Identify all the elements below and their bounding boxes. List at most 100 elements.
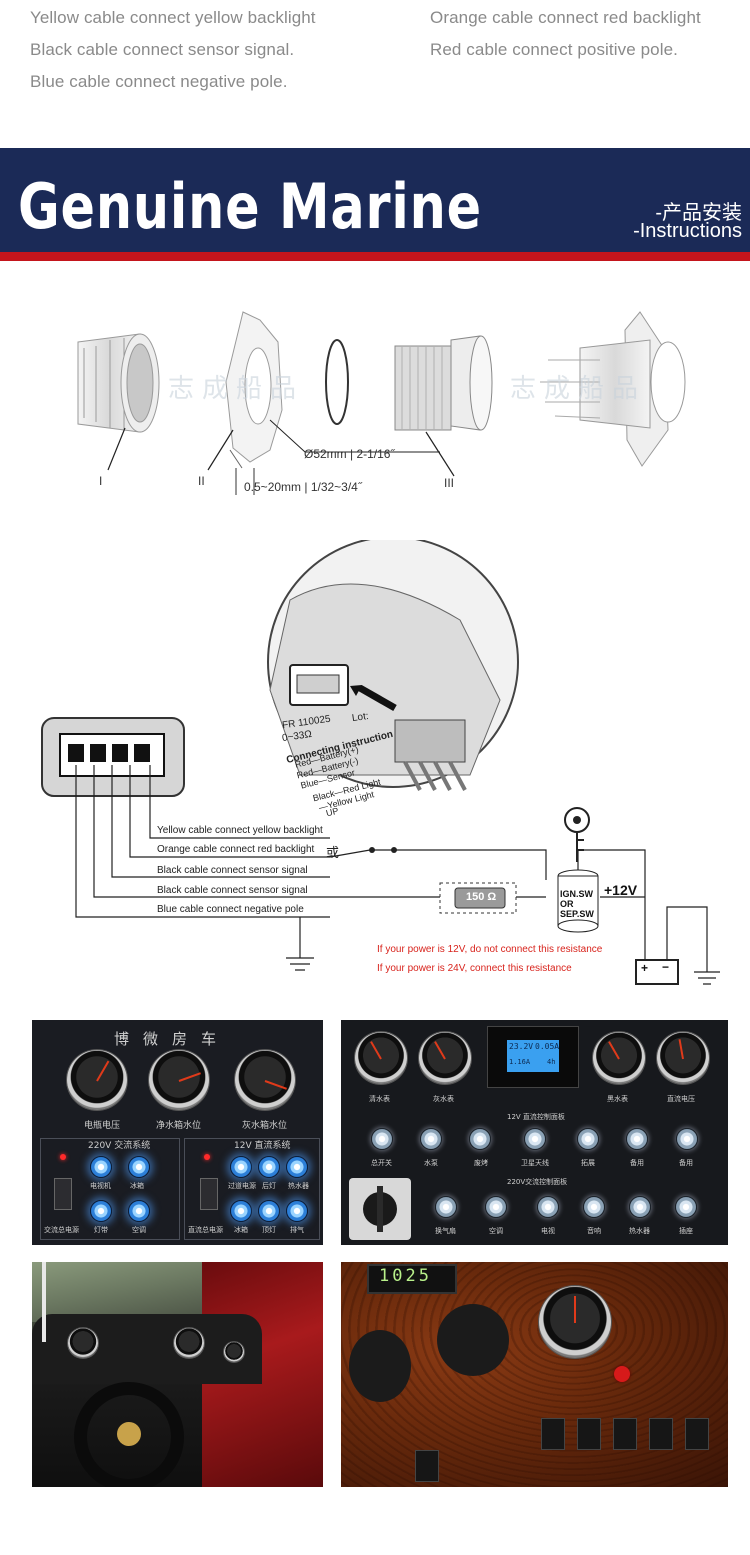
digital-display-box [367, 1264, 457, 1294]
cp-row2-label-4: 音响 [587, 1227, 601, 1235]
rv-gauge-label-2: 净水箱水位 [156, 1121, 202, 1131]
gauge-icon [149, 1050, 209, 1110]
rv-dc-title: 12V 直流系统 [234, 1141, 291, 1151]
battery-minus: − [662, 960, 670, 974]
rv-ac-label-1: 电视机 [90, 1182, 111, 1190]
part-assembled [540, 311, 686, 467]
gauge-icon [67, 1050, 127, 1110]
switch-button [629, 1196, 651, 1218]
wire-label-black-2: Black cable connect sensor signal [157, 885, 308, 896]
wire-label-yellow: Yellow cable connect yellow backlight [157, 825, 323, 836]
rv-ac-label-2: 冰箱 [130, 1182, 144, 1190]
part-threaded-body [394, 335, 493, 431]
gauge-icon [224, 1342, 244, 1362]
rocker-switch [649, 1418, 673, 1450]
rv-ac-label-3: 灯带 [94, 1226, 108, 1234]
lcd-reading-2: 4h [547, 1058, 556, 1066]
switch-button [676, 1128, 698, 1150]
cp-row1-label-4: 卫星天线 [521, 1159, 549, 1167]
rocker-switch [577, 1418, 601, 1450]
photo-rv-panel: 博微房车 电瓶电压 净水箱水位 灰水箱水位 220V 交流系统 12V 直流系统… [32, 1020, 323, 1245]
switch-button [128, 1156, 150, 1178]
switch-button [90, 1156, 112, 1178]
gauge-icon [419, 1032, 471, 1084]
switch-button [258, 1156, 280, 1178]
cp-row2-label-5: 热水器 [629, 1227, 650, 1235]
switch-button [90, 1200, 112, 1222]
caption-red: Red cable connect positive pole. [430, 40, 678, 59]
install-watermark-2: 志成船品 [510, 373, 647, 403]
rv-ac-switch [54, 1178, 72, 1210]
inset-lot: Lot: [351, 710, 370, 725]
switch-button [128, 1200, 150, 1222]
gauge-icon [539, 1286, 611, 1358]
switch-button [577, 1128, 599, 1150]
banner-title: Genuine Marine [18, 170, 482, 243]
cp-row1-label-6: 备用 [630, 1159, 644, 1167]
part-bracket [225, 311, 283, 469]
switch-button [537, 1196, 559, 1218]
switch-button [675, 1196, 697, 1218]
cp-gauge-label-1: 清水表 [369, 1095, 390, 1103]
banner-red-stripe [0, 252, 750, 261]
switch-button [230, 1200, 252, 1222]
rv-dc-label-6: 排气 [290, 1226, 304, 1234]
wire-label-blue: Blue cable connect negative pole [157, 904, 304, 915]
label-part-1: I [99, 474, 103, 488]
caption-orange: Orange cable connect red backlight [430, 8, 701, 27]
rv-ac-label-4: 空调 [132, 1226, 146, 1234]
knob-center [437, 1304, 509, 1376]
rv-dc-label-1: 过道电源 [228, 1182, 256, 1190]
section-banner: Genuine Marine -产品安装 -Instructions [0, 148, 750, 261]
rv-dc-label-2: 后灯 [262, 1182, 276, 1190]
rv-ac-title: 220V 交流系统 [88, 1141, 151, 1151]
voltage-label: +12V [604, 882, 638, 898]
rv-gauge-label-3: 灰水箱水位 [242, 1121, 288, 1131]
label-part-2: II [198, 474, 205, 488]
wire-label-or: 或 [326, 845, 340, 860]
lcd-current: 0.05A [535, 1042, 560, 1051]
part-nut [77, 333, 160, 433]
cp-row2-label-1: 换气扇 [435, 1227, 456, 1235]
installation-diagram [77, 311, 686, 495]
rv-dc-switch [200, 1178, 218, 1210]
rv-dc-box [184, 1138, 320, 1240]
cp-row1-title: 12V 直流控制面板 [507, 1113, 565, 1121]
switch-button [485, 1196, 507, 1218]
rv-ac-led [60, 1154, 66, 1160]
photo-boat-dashboard [32, 1262, 323, 1487]
switch-button [626, 1128, 648, 1150]
red-button [614, 1366, 630, 1382]
cp-row2-label-2: 空调 [489, 1227, 503, 1235]
gauge-icon [235, 1050, 295, 1110]
label-diameter: Ø52mm | 2-1/16˝ [304, 447, 395, 461]
cp-row2-label-3: 电视 [541, 1227, 555, 1235]
lcd-reading-1: 1.16A [509, 1058, 531, 1066]
steering-hub [117, 1422, 141, 1446]
photo-wood-dashboard: 1025 [341, 1262, 728, 1487]
wiring-diagram [41, 540, 720, 985]
cp-row1-label-7: 备用 [679, 1159, 693, 1167]
part-o-ring [325, 339, 349, 425]
cp-row2-title: 220V交流控制面板 [507, 1178, 568, 1186]
banner-subtitle-cn: -产品安装 [655, 202, 742, 224]
label-part-3: III [444, 476, 455, 490]
ign-label-2: OR [560, 899, 574, 909]
wire-label-black-1: Black cable connect sensor signal [157, 865, 308, 876]
photo-control-panel: 清水表 灰水表 黑水表 直流电压 23.2V 0.05A 1.16A 4h 12… [341, 1020, 728, 1245]
switch-button [230, 1156, 252, 1178]
rv-dc-label-5: 顶灯 [262, 1226, 276, 1234]
caption-black: Black cable connect sensor signal. [30, 40, 295, 59]
rv-dc-label-3: 热水器 [288, 1182, 309, 1190]
switch-button [286, 1156, 308, 1178]
gauge-icon [355, 1032, 407, 1084]
caption-yellow: Yellow cable connect yellow backlight [30, 8, 316, 27]
rv-dc-main: 直流总电源 [188, 1226, 223, 1234]
rv-dc-led [204, 1154, 210, 1160]
gauge-icon [174, 1328, 204, 1358]
cp-row1-label-5: 拓展 [581, 1159, 595, 1167]
rv-dc-label-4: 冰箱 [234, 1226, 248, 1234]
cp-gauge-label-4: 直流电压 [667, 1095, 695, 1103]
warning-12v: If your power is 12V, do not connect thi… [377, 944, 603, 955]
rocker-switch [541, 1418, 565, 1450]
